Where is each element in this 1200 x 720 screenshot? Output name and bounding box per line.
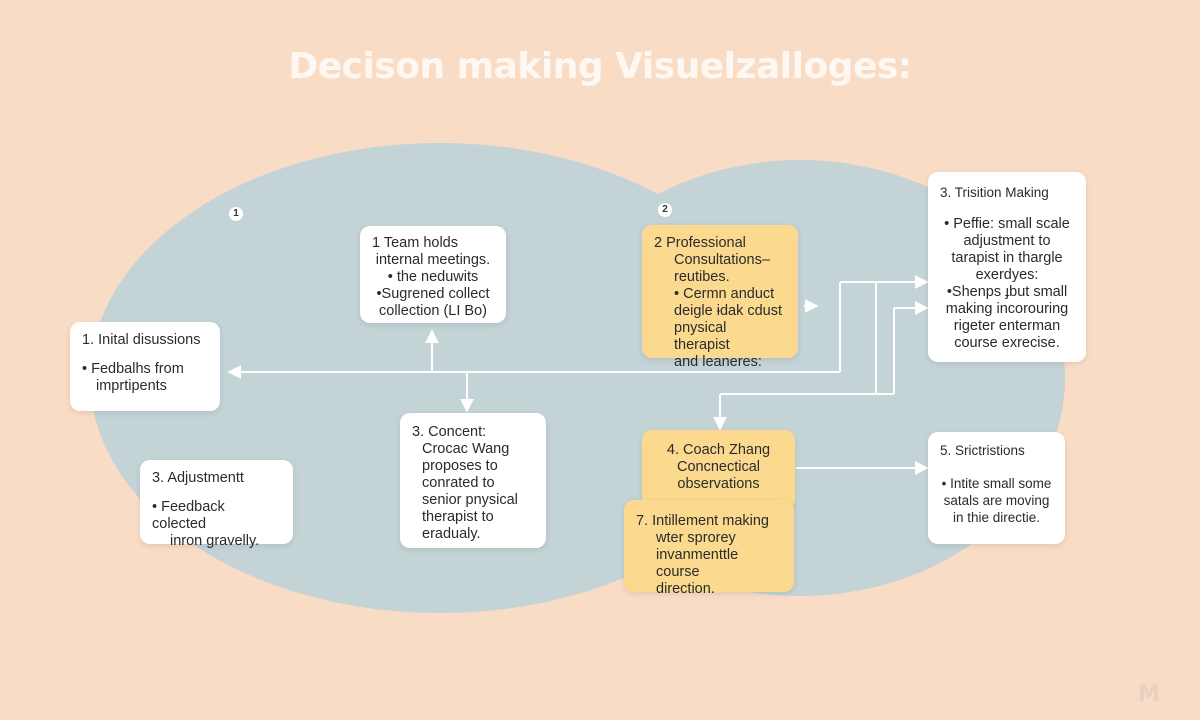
card-intillement-making: 7. Intillement making wter sprorey invan… bbox=[624, 500, 794, 597]
card-line: 7. Intillement making bbox=[636, 513, 769, 529]
card-line: deigle ɨdak cdust bbox=[674, 303, 783, 319]
card-line: internal meetings. bbox=[375, 252, 491, 268]
card-line: imprtipents bbox=[96, 378, 167, 394]
card-line: therapist to bbox=[422, 509, 494, 525]
card-line: Crocac Wang bbox=[422, 441, 510, 457]
card-head: 3. Adjustmentt bbox=[152, 470, 244, 486]
card-line: adjustment to bbox=[963, 233, 1051, 249]
card-line: •Shenps ɟbut small bbox=[946, 284, 1068, 300]
marker-left: 1 bbox=[229, 207, 243, 221]
card-line: in thie directie. bbox=[952, 510, 1041, 525]
card-adjustment: 3. Adjustmentt • Feedback colected inron… bbox=[140, 460, 293, 549]
card-line: satals are moving bbox=[943, 493, 1050, 508]
card-line: •Sugrened collect bbox=[376, 286, 490, 302]
card-line: 3. Concent: bbox=[412, 424, 487, 440]
card-line: observations bbox=[677, 476, 760, 492]
card-line: reutibes. bbox=[674, 269, 730, 285]
card-transition-making: 3. Trisition Making • Peffie: small scal… bbox=[928, 172, 1086, 362]
card-line: direction. bbox=[656, 581, 715, 597]
card-line: • Cermn anduct bbox=[674, 286, 775, 302]
card-line: pnysical therapist bbox=[674, 320, 730, 353]
card-line: • Feedback colected bbox=[152, 499, 225, 532]
card-line: Concnectical bbox=[676, 459, 760, 475]
brand-logo: M bbox=[1138, 682, 1160, 707]
card-line: senior pnysical bbox=[422, 492, 518, 508]
card-line: eradualy. bbox=[422, 526, 481, 542]
card-professional-consultations: 2 Professional Consultations– reutibes. … bbox=[642, 225, 798, 370]
card-line: rigeter enterman bbox=[953, 318, 1061, 334]
card-coach-zhang: 4. Coach Zhang Concnectical observations bbox=[642, 430, 795, 510]
card-line: making incorouring bbox=[945, 301, 1069, 317]
card-line: 2 Professional bbox=[654, 235, 746, 251]
card-line: exerdyes: bbox=[975, 267, 1039, 283]
diagram-title: Decison making Visuelzalloges: bbox=[288, 46, 912, 87]
card-line: Consultations– bbox=[674, 252, 770, 268]
card-line: tarapist in thargle bbox=[951, 250, 1063, 266]
card-head: 3. Trisition Making bbox=[940, 185, 1049, 200]
card-line: 4. Coach Zhang bbox=[666, 442, 771, 458]
card-line: conrated to bbox=[422, 475, 495, 491]
card-head: 5. Srictristions bbox=[940, 443, 1025, 458]
card-line: invanmenttle course bbox=[656, 547, 739, 580]
card-line: • Intite small some bbox=[941, 476, 1052, 491]
card-line: and leaneres: bbox=[674, 354, 762, 370]
card-line: • Fedbalhs from bbox=[82, 361, 184, 377]
card-srictristions: 5. Srictristions • Intite small some sat… bbox=[928, 432, 1065, 544]
card-line: collection (LI Bo) bbox=[379, 303, 487, 319]
card-line: inron gravelly. bbox=[170, 533, 260, 549]
card-team-holds: 1 Team holds internal meetings. • the ne… bbox=[360, 226, 506, 323]
card-line: proposes to bbox=[422, 458, 498, 474]
card-line: course exrecise. bbox=[954, 335, 1060, 351]
card-line: 1 Team holds bbox=[372, 235, 458, 251]
card-initial-discussions: 1. Inital disussions • Fedbalhs from imp… bbox=[70, 322, 220, 411]
card-head: 1. Inital disussions bbox=[82, 332, 201, 348]
card-line: • Peffie: small scale bbox=[944, 216, 1070, 232]
card-concent: 3. Concent: Crocac Wang proposes to conr… bbox=[400, 413, 546, 548]
card-line: • the neduwits bbox=[387, 269, 479, 285]
card-line: wter sprorey bbox=[656, 530, 736, 546]
marker-right: 2 bbox=[658, 203, 672, 217]
